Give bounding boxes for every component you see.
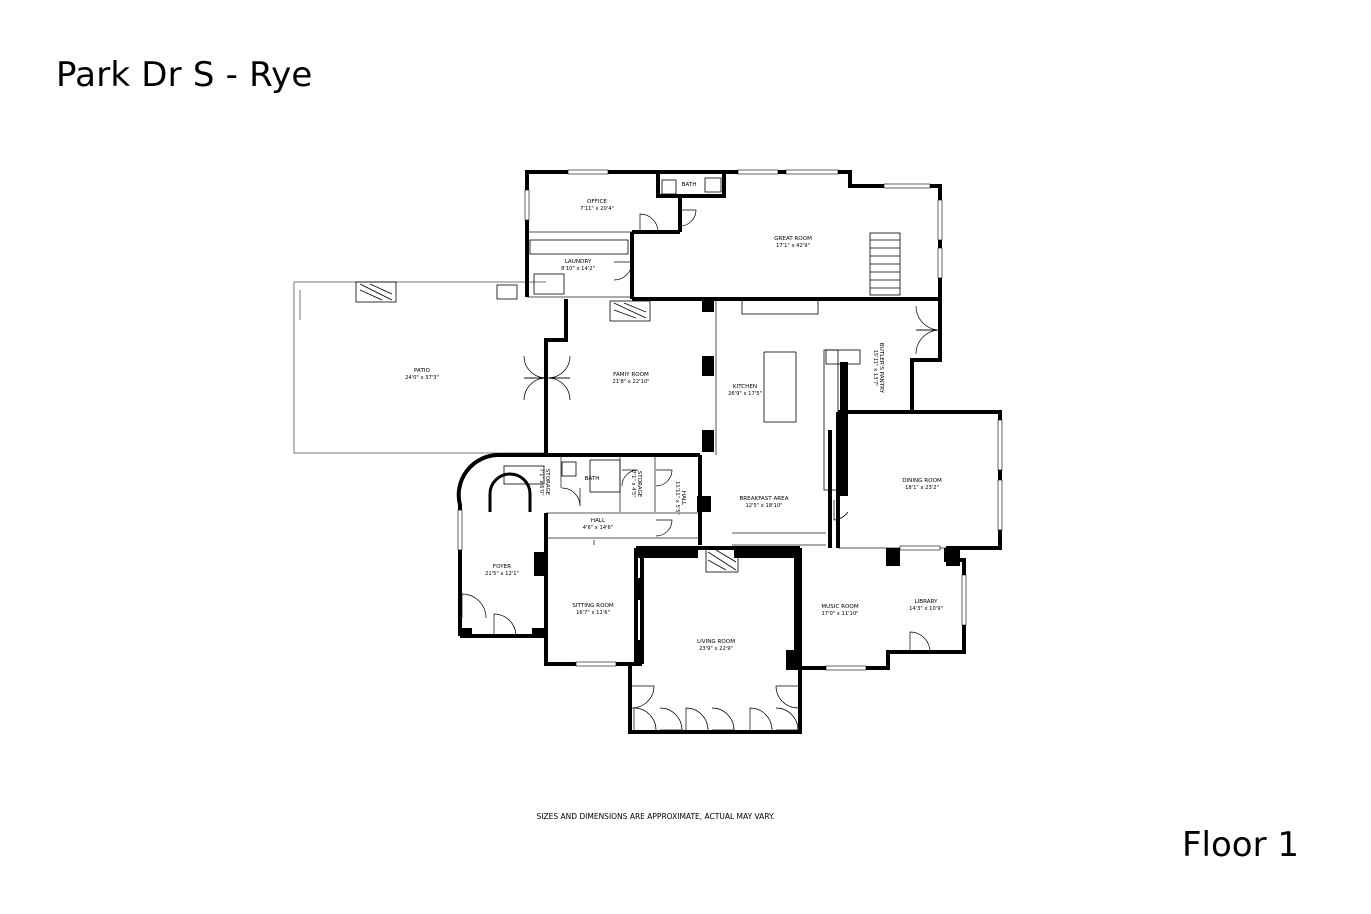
room-dim-dining-room: 18'1" x 23'2" [905,485,939,491]
page-title: Park Dr S - Rye [56,55,313,95]
room-name-storage-2: STORAGE [636,471,642,498]
structural-columns [460,298,960,670]
room-name-butlers-pantry: BUTLER'S PANTRY [878,343,884,394]
room-dim-hall-vertical: 11'11" x 5'5" [674,481,680,515]
fixtures [355,177,901,573]
room-name-laundry: LAUNDRY [565,259,592,265]
room-dim-foyer: 21'5" x 12'1" [485,571,519,577]
room-dim-music-room: 17'0" x 11'10" [821,611,858,617]
room-name-hall-vertical: HALL [680,491,686,506]
door-swings [461,209,941,731]
room-dim-great-room: 17'1" x 42'9" [776,243,810,249]
room-name-great-room: GREAT ROOM [774,236,812,242]
room-dim-library: 14'3" x 10'9" [909,606,943,612]
room-name-kitchen: KITCHEN [733,384,757,390]
room-name-breakfast-area: BREAKFAST AREA [739,496,788,502]
windows [457,169,1003,671]
room-dim-family-room: 21'8" x 22'10" [612,379,649,385]
floor-label: Floor 1 [1181,825,1299,865]
room-name-music-room: MUSIC ROOM [821,604,858,610]
room-dim-kitchen: 26'9" x 17'5" [728,391,762,397]
room-dim-sitting-room: 16'7" x 11'6" [576,610,610,616]
room-name-storage-1: STORAGE [544,469,550,496]
room-name-living-room: LIVING ROOM [697,639,735,645]
room-name-bath-top: BATH [682,182,697,188]
room-name-sitting-room: SITTING ROOM [572,603,614,609]
room-dim-storage-2: 7'1" x 4'5" [630,470,636,497]
room-dim-patio: 24'0" x 37'3" [405,375,439,381]
room-name-office: OFFICE [587,199,607,205]
room-name-family-room: FAMIY ROOM [613,372,649,378]
room-dim-laundry: 8'10" x 14'2" [561,266,595,272]
room-dim-living-room: 23'9" x 22'9" [699,646,733,652]
room-dim-breakfast-area: 12'5" x 18'10" [745,503,782,509]
room-dim-storage-1: 7'1" x 6'0" [538,468,544,495]
room-name-hall: HALL [591,518,606,524]
room-dim-hall: 4'6" x 14'6" [583,525,614,531]
room-name-dining-room: DINING ROOM [902,478,942,484]
room-name-library: LIBRARY [914,599,938,605]
patio-outline [293,281,546,454]
room-name-foyer: FOYER [493,564,511,570]
room-dim-office: 7'11" x 20'4" [580,206,614,212]
room-name-bath-mid: BATH [585,476,600,482]
room-dim-butlers-pantry: 15'11" x 13'7" [872,349,878,386]
disclaimer-text: SIZES AND DIMENSIONS ARE APPROXIMATE, AC… [536,812,775,821]
room-name-patio: PATIO [414,368,430,374]
